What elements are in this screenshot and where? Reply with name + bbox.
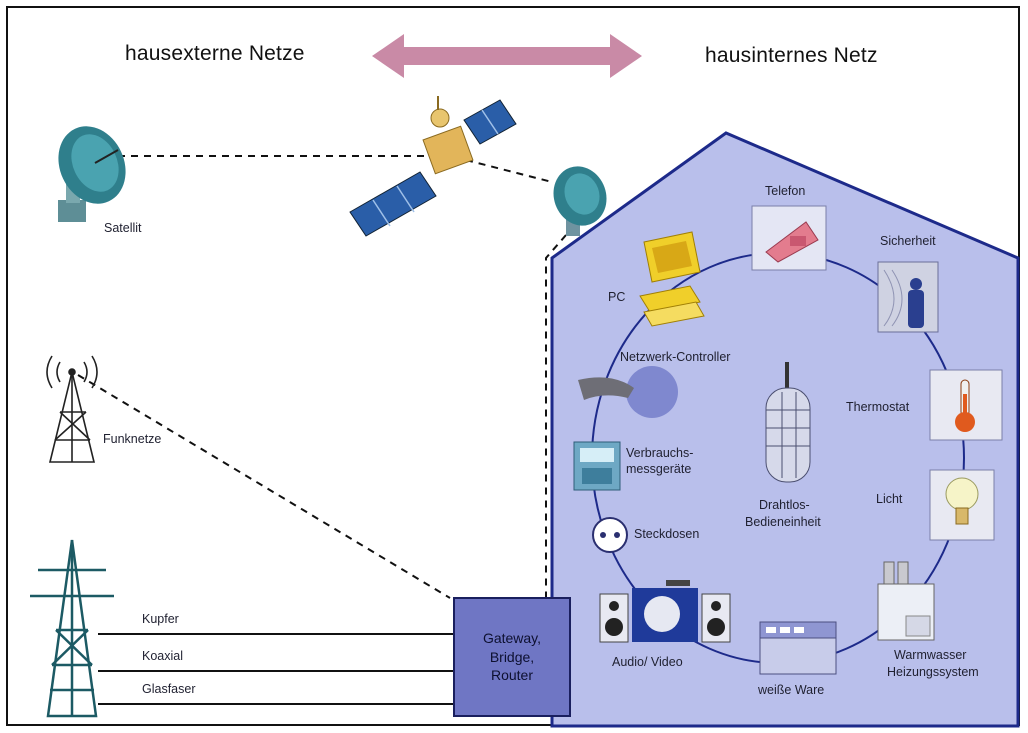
funknetze-label: Funknetze xyxy=(103,432,162,446)
licht-label: Licht xyxy=(876,492,903,506)
radio-tower-icon xyxy=(46,355,98,463)
satellite-dish-house-icon xyxy=(553,166,607,236)
verbrauchsmessgeraete-label-1: Verbrauchs- xyxy=(626,446,694,460)
satellite-icon xyxy=(349,96,517,237)
drahtlos-bedieneinheit-icon xyxy=(765,362,811,483)
netzwerk-controller-label: Netzwerk-Controller xyxy=(620,350,731,364)
header-internal-label: hausinternes Netz xyxy=(705,44,878,67)
dashed-links xyxy=(77,155,567,599)
drahtlos-label-1: Drahtlos- xyxy=(759,498,810,512)
weisse-ware-label: weiße Ware xyxy=(758,683,825,697)
sicherheit-label: Sicherheit xyxy=(880,234,936,248)
telefon-icon xyxy=(751,205,827,271)
pc-icon xyxy=(639,231,705,327)
telefon-label: Telefon xyxy=(765,184,806,198)
satellite-dish-left-icon xyxy=(58,126,126,222)
pc-label: PC xyxy=(608,290,626,304)
steckdosen-icon xyxy=(592,517,628,553)
gateway-box: Gateway, Bridge, Router xyxy=(453,597,571,717)
sicherheit-icon xyxy=(877,261,939,333)
warmwasser-label-1: Warmwasser xyxy=(894,648,967,662)
netzwerk-controller-icon xyxy=(578,366,678,418)
header-external-label: hausexterne Netze xyxy=(125,42,305,65)
drahtlos-label-2: Bedieneinheit xyxy=(745,515,821,529)
steckdosen-label: Steckdosen xyxy=(634,527,700,541)
glasfaser-label: Glasfaser xyxy=(142,682,196,696)
gateway-line-3: Router xyxy=(490,667,534,684)
gateway-line-2: Bridge, xyxy=(489,648,535,665)
audio-video-icon xyxy=(599,580,731,643)
warmwasser-heizungssystem-icon xyxy=(877,561,935,641)
audio-video-label: Audio/ Video xyxy=(612,655,683,669)
licht-icon xyxy=(929,469,995,541)
double-arrow xyxy=(372,34,642,78)
warmwasser-label-2: Heizungssystem xyxy=(887,665,979,679)
power-pylon-icon xyxy=(30,539,114,718)
weisse-ware-icon xyxy=(759,621,837,675)
cable-lines xyxy=(98,633,454,705)
thermostat-label: Thermostat xyxy=(846,400,910,414)
verbrauchsmessgeraete-label-2: messgeräte xyxy=(626,462,692,476)
koaxial-label: Koaxial xyxy=(142,649,183,663)
verbrauchsmessgeraete-icon xyxy=(573,441,621,491)
thermostat-icon xyxy=(929,369,1003,441)
satellit-label: Satellit xyxy=(104,221,142,235)
kupfer-label: Kupfer xyxy=(142,612,179,626)
gateway-line-1: Gateway, xyxy=(482,629,542,646)
